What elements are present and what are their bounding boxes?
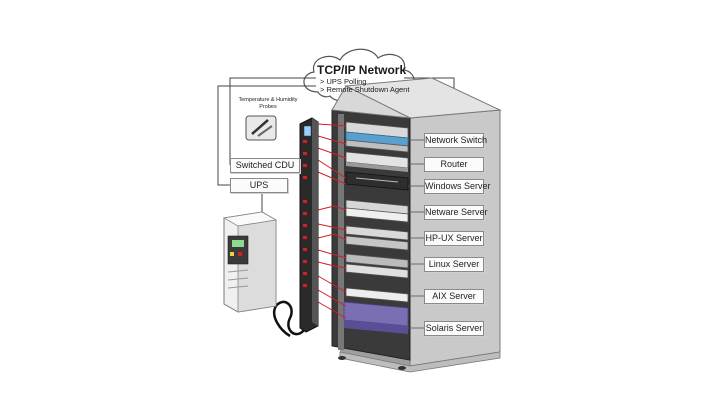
label-hpux-server: HP-UX Server: [424, 231, 484, 246]
windows-server-unit: [345, 171, 409, 191]
switched-cdu-strip: [273, 117, 319, 338]
label-switched-cdu: Switched CDU: [230, 158, 300, 173]
label-linux-server: Linux Server: [424, 257, 484, 272]
power-cords: [317, 123, 347, 319]
label-aix-server: AIX Server: [424, 289, 484, 304]
solaris-server-unit: [343, 301, 409, 334]
rack-equipment: [343, 121, 409, 334]
aix-server-unit: [345, 287, 409, 303]
probe-box: [245, 115, 277, 141]
label-netware-server: Netware Server: [424, 205, 488, 220]
label-network-switch: Network Switch: [424, 133, 487, 148]
network-line-remote-shutdown: > Remote Shutdown Agent: [320, 85, 410, 94]
network-line-ups-polling: > UPS Polling: [320, 77, 367, 86]
network-title: TCP/IP Network: [317, 63, 407, 77]
rack-label-leaders: [408, 139, 424, 329]
label-solaris-server: Solaris Server: [424, 321, 484, 336]
probes-label: Temperature & Humidity Probes: [238, 97, 298, 110]
ups-unit: [222, 211, 278, 313]
linux-server-unit: [345, 253, 409, 279]
label-windows-server: Windows Server: [424, 179, 491, 194]
hpux-server-unit: [345, 225, 409, 251]
label-router: Router: [424, 157, 484, 172]
netware-server-unit: [345, 199, 409, 223]
label-ups: UPS: [230, 178, 288, 193]
router-unit: [345, 151, 409, 172]
